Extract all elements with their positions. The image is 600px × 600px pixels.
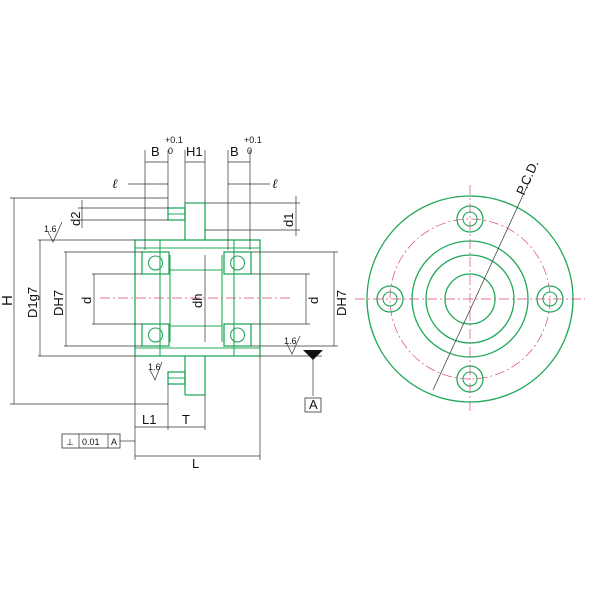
label-d1: d1 (281, 213, 296, 227)
tol-right-upper: +0.1 (244, 135, 262, 145)
label-d1g7: D1g7 (25, 287, 40, 318)
roughness-right: 1.6 (284, 336, 297, 346)
label-h1: H1 (186, 144, 203, 159)
label-dh7-left: DH7 (51, 290, 66, 316)
perpendicularity-symbol: ⊥ (66, 437, 74, 447)
datum-a: A (304, 397, 322, 413)
tolerance-value: 0.01 (82, 437, 100, 447)
bearing-sections (141, 251, 252, 347)
label-d-right: d (306, 297, 321, 304)
label-l1: L1 (142, 412, 156, 427)
tolerance-datum: A (111, 437, 117, 447)
pcd-dimension-line (432, 179, 531, 391)
roughness-upper: 1.6 (44, 224, 57, 234)
tol-right-lower: 0 (247, 146, 252, 156)
label-d-left: d (79, 297, 94, 304)
dimension-lines (10, 150, 338, 460)
label-h: H (0, 295, 16, 306)
roughness-marks: 1.6 1.6 1.6 (44, 221, 301, 381)
label-b-right: B (230, 144, 239, 159)
datum-letter: A (309, 397, 318, 412)
roughness-lower: 1.6 (148, 362, 161, 372)
tolerance-frame: ⊥ 0.01 A (61, 433, 121, 449)
label-l-right: ℓ (272, 176, 278, 191)
label-b-left: B (151, 144, 160, 159)
side-view: B +0.1 0 H1 B +0.1 0 ℓ ℓ d2 d1 H D1g7 DH… (0, 135, 349, 471)
tol-left-lower: 0 (168, 146, 173, 156)
dimension-labels: B +0.1 0 H1 B +0.1 0 ℓ ℓ d2 d1 H D1g7 DH… (0, 135, 349, 471)
label-dh: dh (190, 294, 205, 308)
label-dh7-right: DH7 (334, 290, 349, 316)
label-l-left: ℓ (112, 176, 118, 191)
label-t: T (182, 412, 190, 427)
label-l: L (192, 456, 199, 471)
front-view: P.C.D. (355, 158, 585, 413)
label-d2: d2 (68, 212, 83, 226)
tol-left-upper: +0.1 (165, 135, 183, 145)
pcd-label: P.C.D. (513, 158, 542, 198)
